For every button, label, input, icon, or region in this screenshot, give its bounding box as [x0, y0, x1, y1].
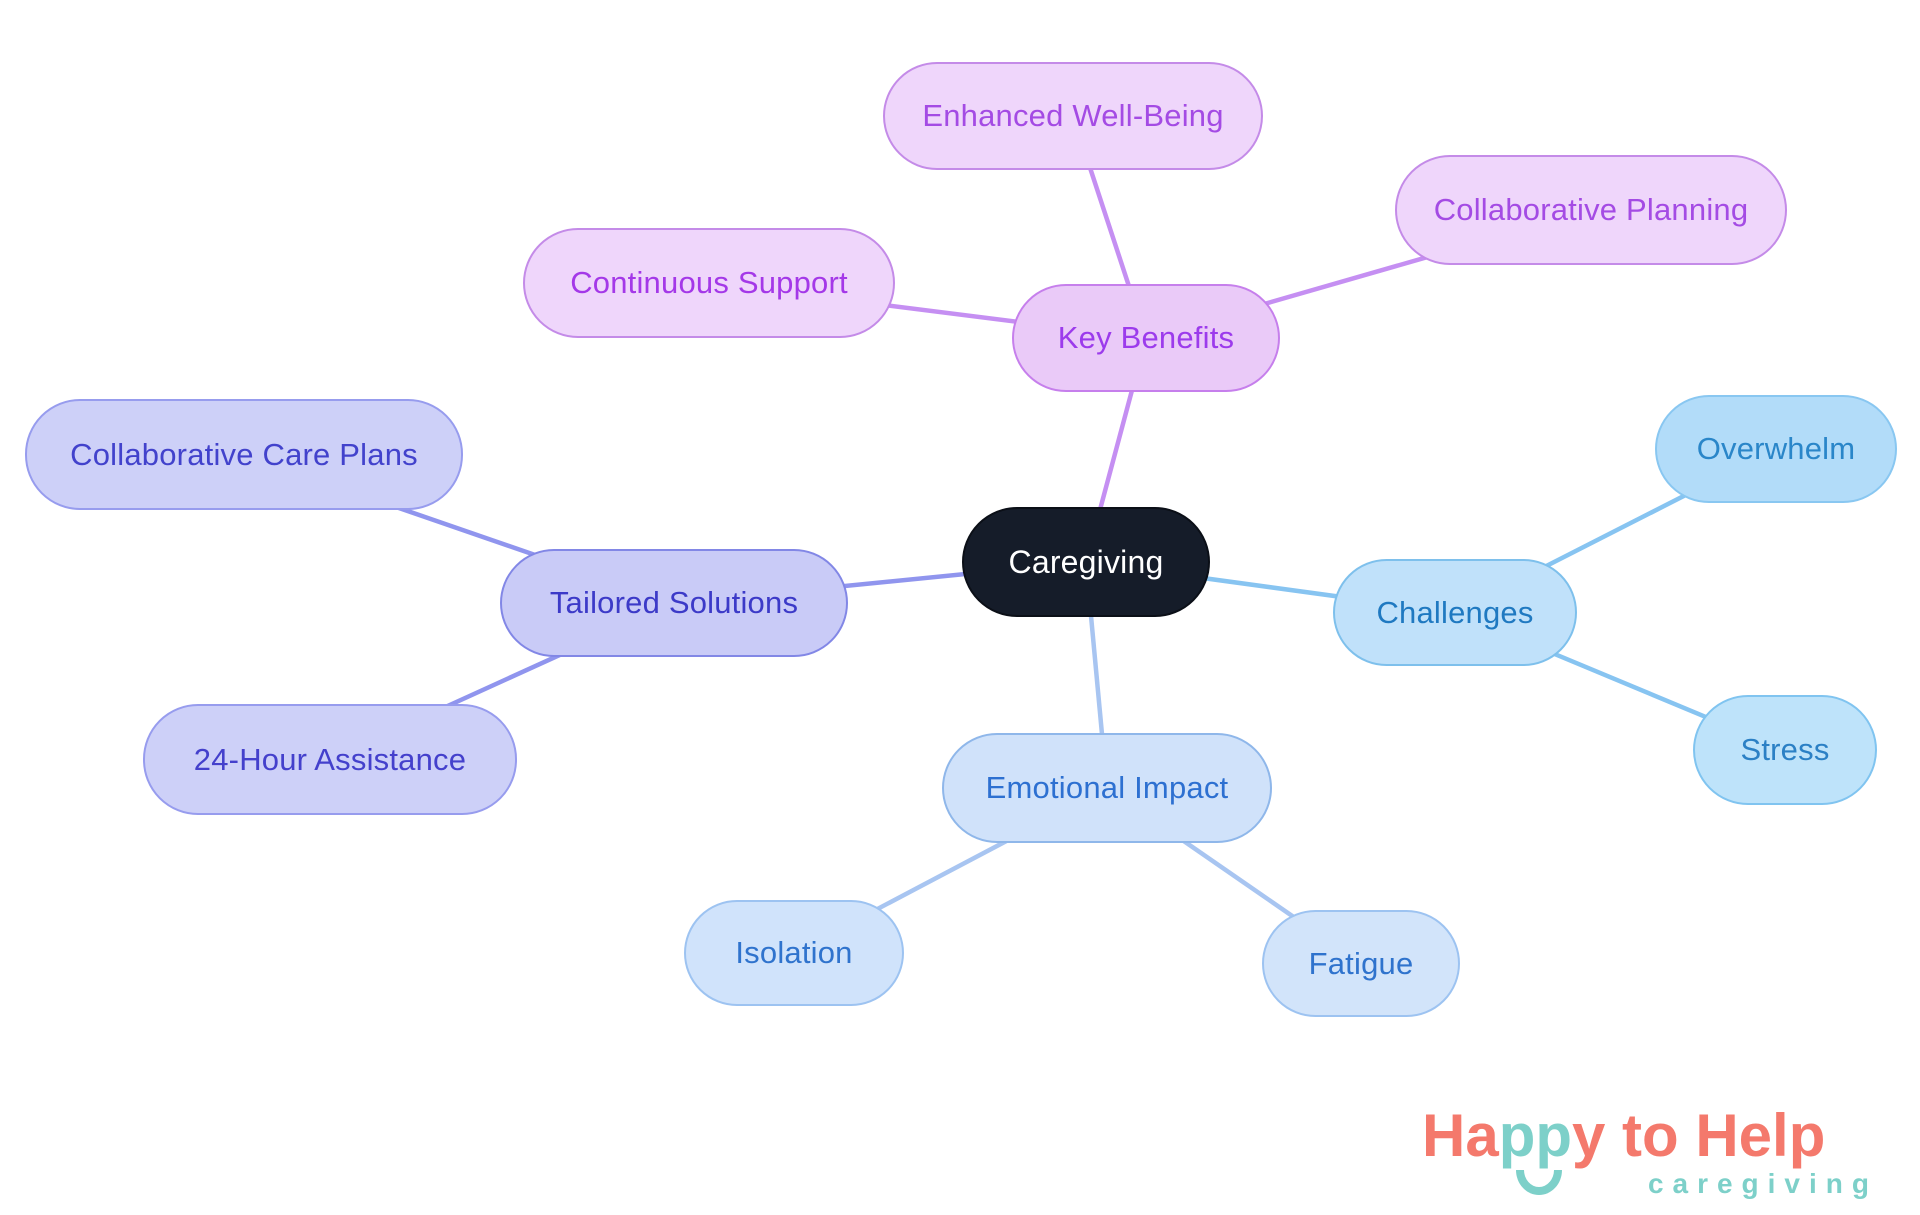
- node-fatigue[interactable]: Fatigue: [1262, 910, 1460, 1017]
- node-overwhelm[interactable]: Overwhelm: [1655, 395, 1897, 503]
- brand-logo: Happy to Help caregiving: [1422, 1106, 1878, 1206]
- node-24-hour-assistance[interactable]: 24-Hour Assistance: [143, 704, 517, 815]
- node-caregiving-label: Caregiving: [1008, 543, 1164, 580]
- node-collaborative-care-plans[interactable]: Collaborative Care Plans: [25, 399, 463, 510]
- node-collaborative-planning-label: Collaborative Planning: [1433, 192, 1749, 227]
- node-key-benefits-label: Key Benefits: [1057, 320, 1235, 355]
- node-collaborative-care-plans-label: Collaborative Care Plans: [70, 436, 418, 472]
- logo-wordmark-part3: y to Help: [1572, 1102, 1826, 1169]
- node-24-hour-assistance-label: 24-Hour Assistance: [193, 741, 467, 777]
- node-collaborative-planning[interactable]: Collaborative Planning: [1395, 155, 1787, 265]
- node-emotional-impact-label: Emotional Impact: [985, 770, 1229, 805]
- node-fatigue-label: Fatigue: [1308, 945, 1414, 981]
- node-tailored-solutions[interactable]: Tailored Solutions: [500, 549, 848, 657]
- node-emotional-impact[interactable]: Emotional Impact: [942, 733, 1272, 843]
- node-challenges[interactable]: Challenges: [1333, 559, 1577, 666]
- node-challenges-label: Challenges: [1376, 594, 1534, 630]
- logo-wordmark-part2: pp: [1498, 1102, 1573, 1169]
- node-enhanced-well-being[interactable]: Enhanced Well-Being: [883, 62, 1263, 170]
- node-isolation[interactable]: Isolation: [684, 900, 904, 1006]
- node-isolation-label: Isolation: [735, 935, 853, 970]
- node-overwhelm-label: Overwhelm: [1696, 431, 1856, 466]
- node-continuous-support[interactable]: Continuous Support: [523, 228, 895, 338]
- logo-subtitle: caregiving: [1647, 1168, 1878, 1199]
- logo-wordmark-part1: Ha: [1422, 1102, 1499, 1169]
- node-enhanced-well-being-label: Enhanced Well-Being: [922, 98, 1224, 133]
- node-tailored-solutions-label: Tailored Solutions: [549, 585, 799, 620]
- node-stress[interactable]: Stress: [1693, 695, 1877, 805]
- node-continuous-support-label: Continuous Support: [570, 265, 848, 300]
- smile-icon: [1516, 1170, 1562, 1195]
- node-key-benefits[interactable]: Key Benefits: [1012, 284, 1280, 392]
- node-stress-label: Stress: [1740, 732, 1830, 767]
- node-caregiving[interactable]: Caregiving: [962, 507, 1210, 617]
- logo-wordmark: Happy to Help: [1422, 1106, 1878, 1166]
